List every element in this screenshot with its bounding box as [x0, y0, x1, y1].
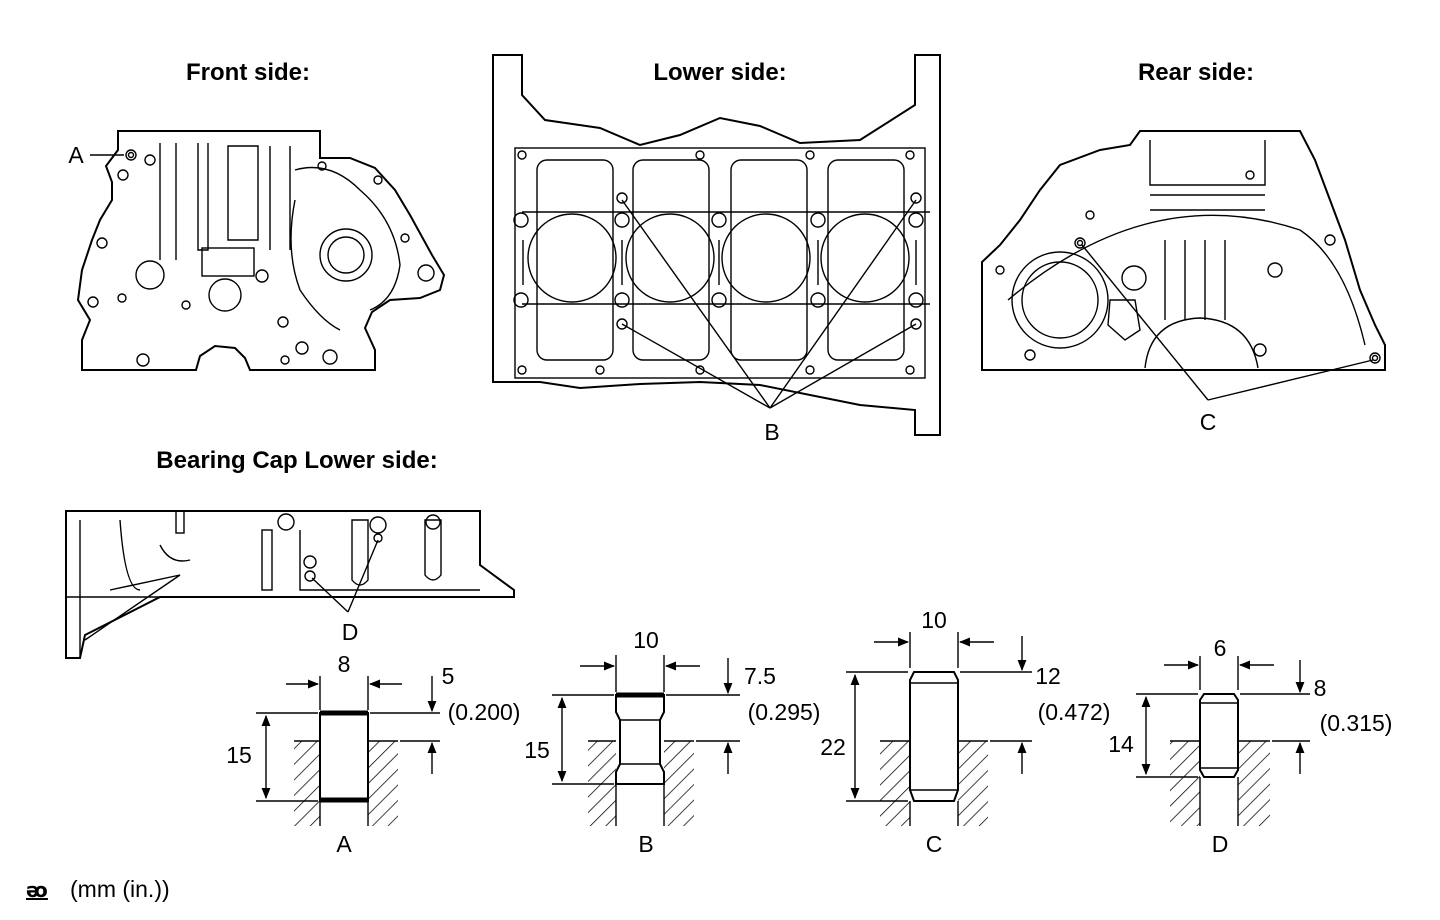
pin-a-width: 8	[338, 651, 351, 677]
pin-d-protrusion-in: (0.315)	[1320, 710, 1393, 736]
pin-c-label: C	[926, 831, 943, 857]
pin-detail-b	[552, 655, 740, 826]
pin-b-protrusion: 7.5	[744, 663, 776, 689]
bearing-bores	[522, 159, 930, 361]
rear-side-title: Rear side:	[1138, 59, 1254, 86]
pin-c-protrusion: 12	[1035, 663, 1061, 689]
callout-b: B	[764, 419, 779, 445]
pin-b-height: 15	[524, 737, 550, 763]
bearing-cap-title: Bearing Cap Lower side:	[156, 447, 437, 474]
front-side-block-drawing	[76, 130, 446, 371]
dowel-holes-b	[513, 150, 924, 375]
pin-a-protrusion-in: (0.200)	[448, 699, 521, 725]
callout-d: D	[342, 619, 359, 645]
pin-detail-c	[846, 632, 1032, 826]
pin-d-height: 14	[1108, 731, 1134, 757]
pin-c-protrusion-in: (0.472)	[1038, 699, 1111, 725]
pin-a-label: A	[336, 831, 352, 857]
pin-b-width: 10	[633, 627, 659, 653]
lower-side-title: Lower side:	[653, 59, 786, 86]
callout-a: A	[68, 142, 84, 168]
units-note: (mm (in.))	[70, 876, 170, 902]
front-side-title: Front side:	[186, 59, 310, 86]
lower-side-block-drawing	[492, 54, 941, 436]
pin-d-label: D	[1212, 831, 1229, 857]
pin-d-protrusion: 8	[1314, 675, 1327, 701]
pin-c-width: 10	[921, 607, 947, 633]
pin-b-protrusion-in: (0.295)	[748, 699, 821, 725]
callout-c: C	[1200, 409, 1217, 435]
service-data-icon: ᴔ	[26, 878, 48, 902]
pin-a-protrusion: 5	[442, 663, 455, 689]
pin-c-height: 22	[820, 734, 846, 760]
rear-side-block-drawing	[981, 130, 1386, 401]
pin-detail-a	[256, 676, 440, 826]
pin-d-width: 6	[1214, 635, 1227, 661]
bearing-cap-drawing	[65, 510, 515, 659]
pin-b-label: B	[638, 831, 653, 857]
pin-a-height: 15	[226, 742, 252, 768]
pin-detail-d	[1136, 656, 1310, 826]
